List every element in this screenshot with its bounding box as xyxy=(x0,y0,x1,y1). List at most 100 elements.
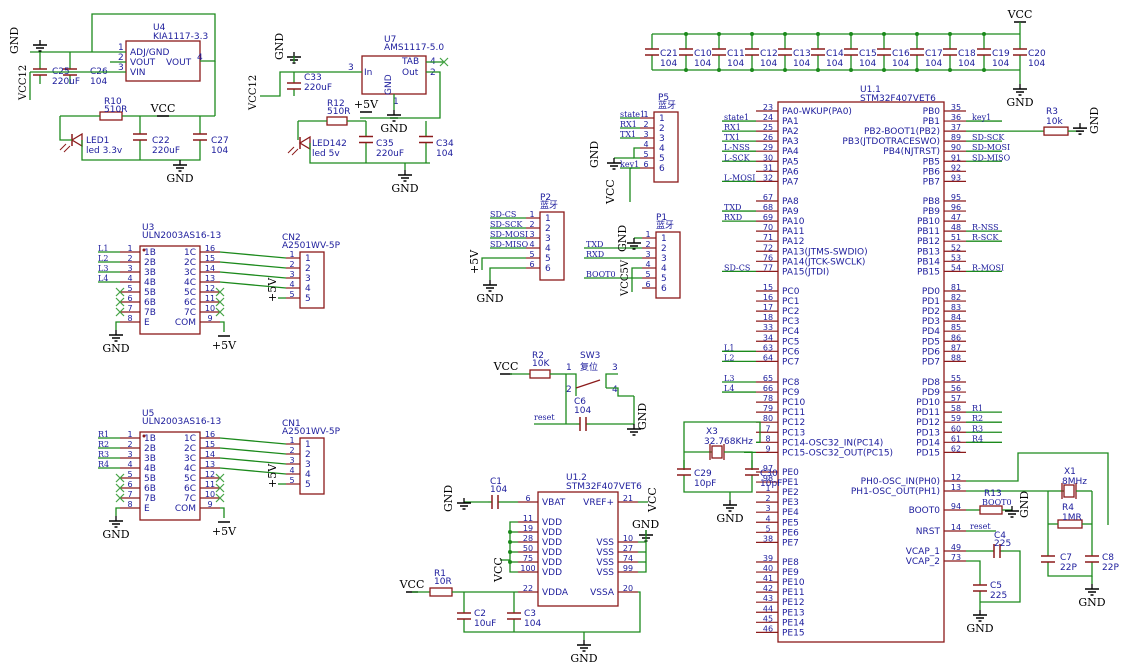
pin-number: 1 xyxy=(566,363,572,373)
pin-name: PE11 xyxy=(782,588,805,598)
pin-name: 1C xyxy=(184,248,196,258)
pin-number: 4 xyxy=(197,53,203,63)
pin-number: 93 xyxy=(951,173,961,182)
pin-name: PE6 xyxy=(782,528,799,538)
pin-number: 2 xyxy=(127,440,132,449)
pin-number: 6 xyxy=(525,494,530,503)
pin-name: PA15(JTDI) xyxy=(782,267,829,277)
pin-name: VSS xyxy=(596,538,614,548)
pin-name: 4B xyxy=(144,464,156,474)
wire xyxy=(605,373,618,388)
pin-number: 5 xyxy=(289,476,294,485)
pin-number: 2 xyxy=(127,254,132,263)
pin-name: 2 xyxy=(305,450,311,460)
u4-pin-label: VIN xyxy=(130,68,146,78)
connector-ref: CN1 xyxy=(282,419,301,429)
pin-number: 5 xyxy=(127,470,132,479)
r10-value: 510R xyxy=(104,105,127,115)
net-label: R-MOSI xyxy=(972,263,1004,272)
net-label: R4 xyxy=(972,434,983,443)
net-label: SD-MISO xyxy=(972,153,1011,162)
pin-name: 7B xyxy=(144,308,156,318)
no-connect-mark xyxy=(115,483,125,493)
net-label: key1 xyxy=(972,113,991,122)
decoupling-cap-ref: C18 xyxy=(958,49,976,59)
pin-number: 74 xyxy=(623,554,633,563)
pin-number: 13 xyxy=(205,274,215,283)
pin-number: 12 xyxy=(951,473,961,482)
pin-number: 53 xyxy=(951,253,961,262)
wire xyxy=(481,257,526,270)
gnd-label: GND xyxy=(102,528,129,541)
junction-dot xyxy=(508,560,512,564)
pin-name: 2 xyxy=(659,124,665,134)
pin-number: 6 xyxy=(529,260,534,269)
no-connect-mark xyxy=(115,473,125,483)
pin-name: 5 xyxy=(661,274,667,284)
pin-name: 3 xyxy=(545,234,551,244)
u4-pin-label: VOUT xyxy=(130,58,156,68)
pin-name: 3 xyxy=(661,254,667,264)
pin-number: 58 xyxy=(951,404,961,413)
pin-number: 1 xyxy=(289,436,294,445)
pin-name: 3B xyxy=(144,454,156,464)
x3-value: 32.768KHz xyxy=(704,437,753,447)
pin-number: 20 xyxy=(623,584,633,593)
pin-number: 9 xyxy=(765,444,770,453)
pin-name: PA5 xyxy=(782,157,799,167)
led-light-arrow xyxy=(63,145,71,153)
pin-name: PB5 xyxy=(923,157,940,167)
vcc12-label: VCC12 xyxy=(248,75,259,111)
pin-name: PA3 xyxy=(782,137,799,147)
pin-name: VCAP_1 xyxy=(906,547,940,557)
no-connect-mark xyxy=(439,57,449,67)
pin-name: 4 xyxy=(659,144,665,154)
c33-value: 220uF xyxy=(304,83,332,93)
pin-name: PC0 xyxy=(782,287,800,297)
pin-name: 5C xyxy=(184,288,196,298)
u7-pin-label: In xyxy=(364,68,372,78)
resistor xyxy=(326,116,348,126)
net-label: R2 xyxy=(972,414,983,423)
pin-name: 4B xyxy=(144,278,156,288)
net-label: SD-MOSI xyxy=(490,230,528,239)
gnd-label: GND xyxy=(1018,491,1031,518)
pin-name: PA9 xyxy=(782,207,799,217)
pin-number: 73 xyxy=(951,553,961,562)
wire xyxy=(638,541,647,573)
x1-value: 8MHz xyxy=(1062,477,1087,487)
pin-number: 2 xyxy=(289,446,294,455)
pin-number: 7 xyxy=(127,490,132,499)
pin-name: 3 xyxy=(659,134,665,144)
no-connect-mark xyxy=(115,297,125,307)
junction-dot xyxy=(948,68,952,72)
c34-ref: C34 xyxy=(436,139,454,149)
wire xyxy=(966,452,1109,525)
net-label: TXD xyxy=(724,203,741,212)
net-label: L4 xyxy=(724,384,734,393)
net-label: L1 xyxy=(98,244,108,253)
c5-value: 225 xyxy=(990,591,1007,601)
power-label: +5V xyxy=(212,525,237,538)
net-label: key1 xyxy=(620,160,639,169)
pin-number: 15 xyxy=(205,440,215,449)
pin-name: PC3 xyxy=(782,317,799,327)
junction-dot xyxy=(783,68,787,72)
pin-name: PB9 xyxy=(923,207,941,217)
led-light-arrow xyxy=(287,146,295,154)
pin-number: 54 xyxy=(951,263,961,272)
pin-number: 2 xyxy=(566,385,572,395)
pin-name: PA11 xyxy=(782,227,804,237)
pin-name: 3 xyxy=(305,460,311,470)
pin-number: 13 xyxy=(951,483,961,492)
uln2003-body xyxy=(139,431,201,521)
net-label: R4 xyxy=(98,460,109,469)
wire xyxy=(115,507,120,516)
no-connect-mark xyxy=(115,493,125,503)
no-connect-mark xyxy=(115,307,125,317)
junction-dot xyxy=(915,68,919,72)
pin-name: PD8 xyxy=(922,378,940,388)
decoupling-cap-value: 104 xyxy=(892,59,909,69)
decoupling-cap-value: 104 xyxy=(660,59,677,69)
c7-ref: C7 xyxy=(1060,553,1072,563)
